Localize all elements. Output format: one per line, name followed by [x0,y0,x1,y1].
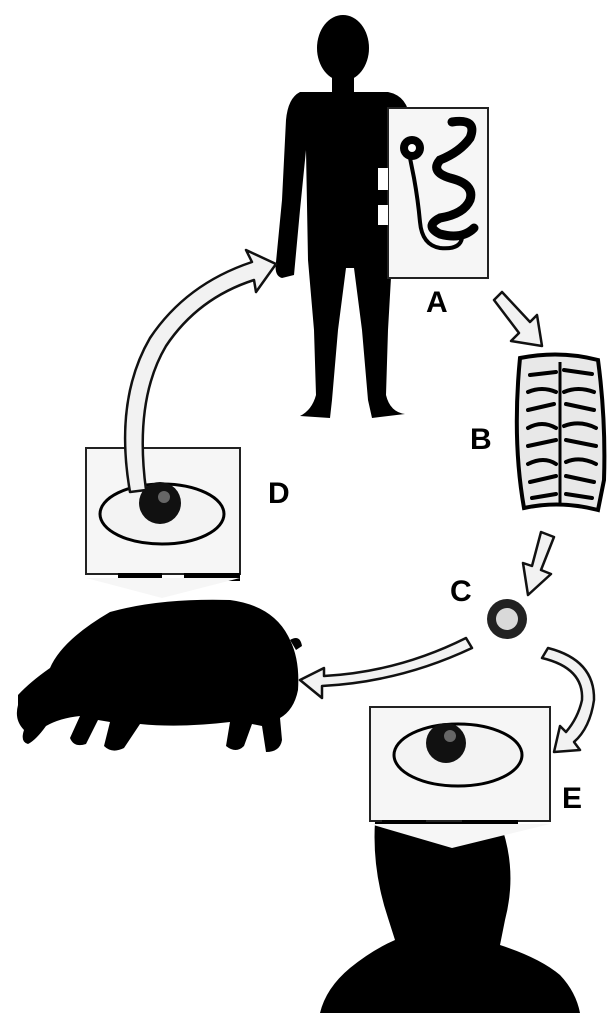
pig-silhouette-icon [17,600,302,752]
label-e: E [562,784,582,814]
proglottid-segment-icon [517,354,605,510]
arrow-a-to-b [494,292,542,346]
tapeworm-panel [378,108,488,278]
cysticercus-eye-icon [394,723,522,786]
pig-cyst-panel [86,448,240,598]
arrow-b-to-c [523,532,554,595]
cysticercus-eye-icon [100,482,224,544]
human-cyst-panel [370,707,550,848]
label-a: A [426,288,448,318]
label-d: D [268,479,290,509]
label-b: B [470,425,492,455]
egg-icon [487,599,527,639]
label-c: C [450,577,472,607]
arrow-c-to-d [300,638,472,698]
